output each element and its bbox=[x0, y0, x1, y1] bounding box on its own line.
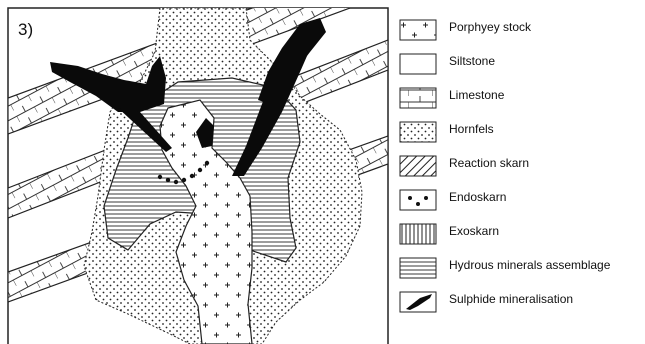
legend: Porphyey stock Siltstone Limestone Hornf… bbox=[396, 16, 642, 322]
legend-item-endoskarn: Endoskarn bbox=[396, 186, 642, 220]
legend-item-sulphide: Sulphide mineralisation bbox=[396, 288, 642, 322]
legend-label-siltstone: Siltstone bbox=[449, 54, 495, 68]
legend-item-reaction: Reaction skarn bbox=[396, 152, 642, 186]
legend-label-exoskarn: Exoskarn bbox=[449, 224, 499, 238]
legend-item-exoskarn: Exoskarn bbox=[396, 220, 642, 254]
legend-label-porphyry: Porphyey stock bbox=[449, 20, 531, 34]
legend-label-sulphide: Sulphide mineralisation bbox=[449, 292, 573, 306]
legend-label-endoskarn: Endoskarn bbox=[449, 190, 506, 204]
legend-label-limestone: Limestone bbox=[449, 88, 504, 102]
legend-item-hydrous: Hydrous minerals assemblage bbox=[396, 254, 642, 288]
legend-label-reaction: Reaction skarn bbox=[449, 156, 529, 170]
legend-item-limestone: Limestone bbox=[396, 84, 642, 118]
legend-item-siltstone: Siltstone bbox=[396, 50, 642, 84]
legend-label-hornfels: Hornfels bbox=[449, 122, 494, 136]
panel-label: 3) bbox=[18, 20, 33, 40]
legend-item-hornfels: Hornfels bbox=[396, 118, 642, 152]
legend-label-hydrous: Hydrous minerals assemblage bbox=[449, 258, 610, 272]
legend-item-porphyry: Porphyey stock bbox=[396, 16, 642, 50]
